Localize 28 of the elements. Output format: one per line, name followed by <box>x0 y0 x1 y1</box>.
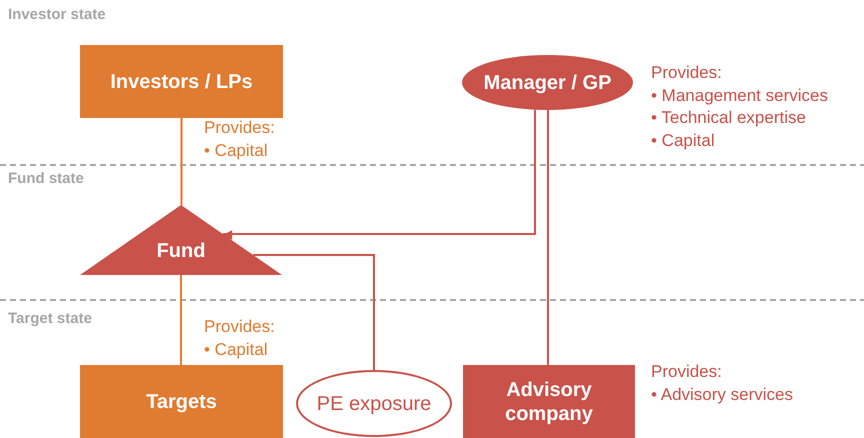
node-label: PE exposure <box>316 392 432 416</box>
zone-label: Target state <box>8 310 92 327</box>
note-text: Provides: <box>651 62 722 84</box>
note-text: • Capital <box>651 130 715 152</box>
node-label: Manager / GP <box>484 70 612 94</box>
connector-line <box>180 275 182 365</box>
note-text: Provides: <box>204 117 275 139</box>
note-text: • Management services <box>651 84 828 106</box>
node-label: Investors / LPs <box>110 70 253 94</box>
note-text: • Capital <box>204 140 268 162</box>
connector-line <box>547 110 549 365</box>
ellipse-node <box>296 370 452 437</box>
note-text: • Technical expertise <box>651 107 806 129</box>
note-text: • Capital <box>204 338 268 360</box>
zone-label: Fund state <box>8 170 84 187</box>
note-text: • Advisory services <box>651 384 793 406</box>
note-text: Provides: <box>204 316 275 338</box>
connector-line <box>253 254 375 370</box>
node-label: Targets <box>146 390 217 414</box>
note-text: Provides: <box>651 361 722 383</box>
node-label: Fund <box>156 239 206 263</box>
process-box <box>80 365 283 438</box>
node-label: Advisory company <box>504 378 594 426</box>
arrow <box>222 110 536 240</box>
connector-line <box>180 118 182 206</box>
process-box <box>80 45 283 118</box>
zone-label: Investor state <box>8 6 106 23</box>
process-box <box>463 365 635 438</box>
